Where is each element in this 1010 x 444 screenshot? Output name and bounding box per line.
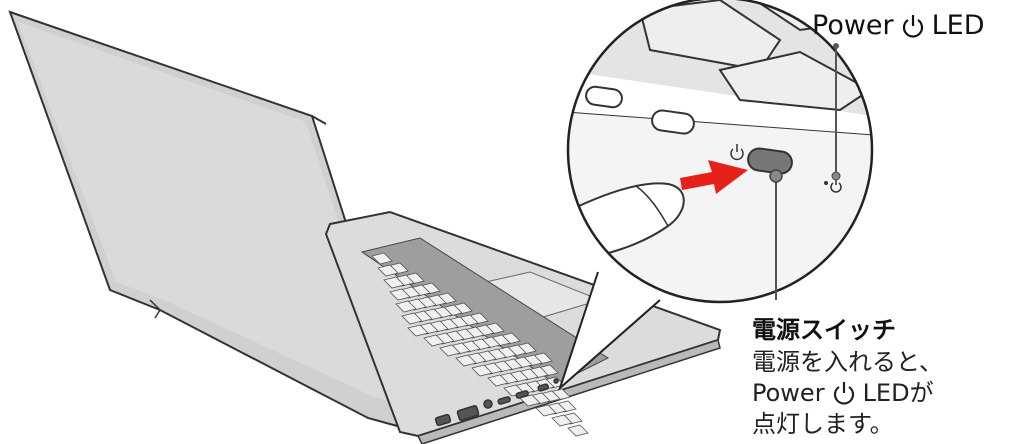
power-icon [831,380,857,406]
zoom-circle [560,0,900,320]
power-switch-desc-line2: Power LEDが [752,380,934,406]
desc-power-suffix: LEDが [863,379,934,407]
desc-power-prefix: Power [752,379,825,407]
keyboard-key [568,425,588,436]
power-icon [900,13,926,39]
power-led-label: Power LED [812,12,985,39]
power-switch-desc-line1: 電源を入れると、 [752,350,943,374]
power-switch-desc-line3: 点灯します。 [752,412,894,436]
power-led-suffix: LED [932,10,985,41]
power-switch-title: 電源スイッチ [752,318,896,342]
power-led-prefix: Power [812,10,894,41]
